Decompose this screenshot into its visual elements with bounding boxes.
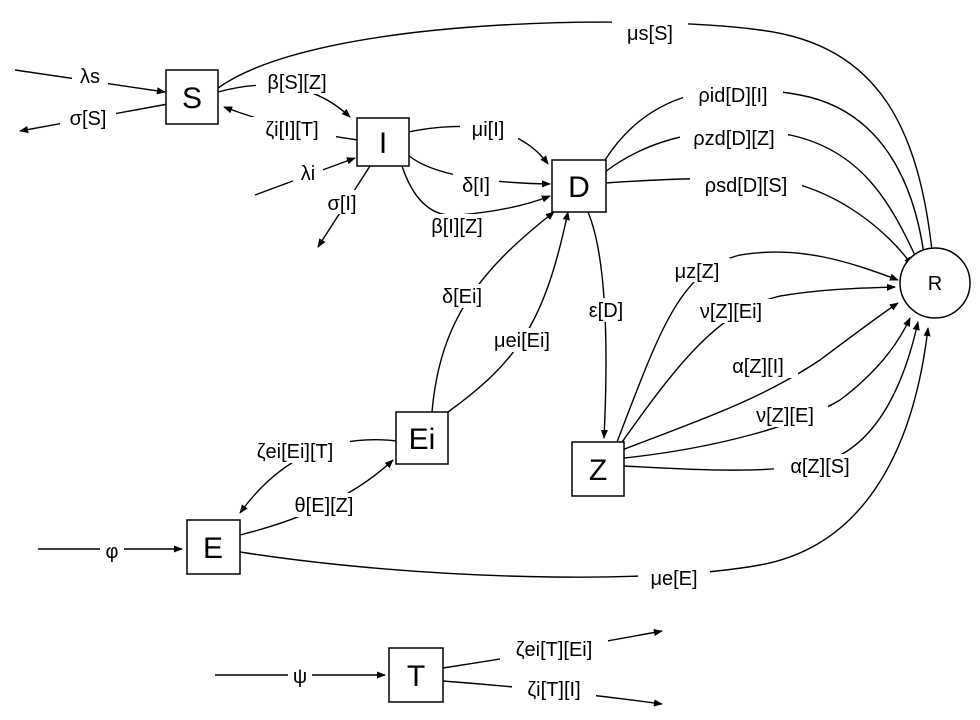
label-psi: ψ bbox=[293, 666, 307, 688]
label-alpha-zs: α[Z][S] bbox=[790, 456, 849, 478]
svg-text:I: I bbox=[379, 127, 387, 160]
edge-alpha-zs bbox=[623, 321, 920, 471]
svg-text:R: R bbox=[928, 273, 942, 295]
svg-text:S: S bbox=[182, 82, 202, 115]
edge-mu-z bbox=[616, 251, 899, 443]
svg-text:D: D bbox=[568, 171, 590, 204]
label-epsilon-d: ε[D] bbox=[589, 300, 623, 322]
label-lambda-s: λs bbox=[80, 66, 100, 88]
label-nu-zei: ν[Z][Ei] bbox=[700, 301, 762, 323]
label-group: λs σ[S] β[S][Z] ζi[I][T] λi σ[I] μi[I] δ… bbox=[60, 20, 866, 703]
node-r: R bbox=[899, 247, 971, 319]
label-beta-iz: β[I][Z] bbox=[431, 216, 483, 238]
label-mu-e: μe[E] bbox=[650, 568, 697, 590]
svg-text:T: T bbox=[407, 660, 425, 693]
label-mu-i: μi[I] bbox=[472, 119, 505, 141]
label-sigma-i: σ[I] bbox=[327, 193, 356, 215]
svg-text:E: E bbox=[203, 532, 223, 565]
node-s: S bbox=[165, 69, 219, 125]
edge-rho-zd bbox=[604, 129, 919, 263]
node-d: D bbox=[551, 159, 607, 213]
label-zeta-eieit: ζei[Ei][T] bbox=[257, 441, 334, 463]
label-theta-ez: θ[E][Z] bbox=[295, 495, 354, 517]
label-rho-sd: ρsd[D][S] bbox=[705, 175, 788, 197]
label-lambda-i: λi bbox=[301, 163, 315, 185]
edge-mu-e bbox=[239, 327, 931, 578]
label-alpha-zi: α[Z][I] bbox=[732, 356, 784, 378]
node-z: Z bbox=[571, 441, 625, 497]
svg-text:Z: Z bbox=[589, 454, 607, 487]
label-beta-sz: β[S][Z] bbox=[267, 72, 326, 94]
label-rho-id: ρid[D][I] bbox=[698, 85, 767, 107]
edge-alpha-zi bbox=[621, 302, 899, 451]
node-ei: Ei bbox=[395, 411, 449, 465]
edge-mu-s bbox=[217, 21, 936, 261]
label-mu-ei: μei[Ei] bbox=[494, 330, 550, 352]
node-e: E bbox=[186, 519, 241, 575]
label-mu-s: μs[S] bbox=[627, 23, 673, 45]
edge-nu-ze bbox=[623, 317, 911, 459]
label-zeta-eitei: ζei[T][Ei] bbox=[516, 639, 593, 661]
edge-epsilon-d bbox=[587, 211, 608, 439]
label-phi: φ bbox=[106, 541, 119, 563]
edge-delta-ei bbox=[431, 211, 555, 413]
label-nu-ze: ν[Z][E] bbox=[756, 405, 814, 427]
label-delta-i: δ[I] bbox=[462, 175, 490, 197]
node-t: T bbox=[388, 647, 444, 703]
label-mu-z: μz[Z] bbox=[675, 261, 720, 283]
label-zeta-iti: ζi[T][I] bbox=[527, 679, 580, 701]
edge-rho-id bbox=[604, 88, 928, 263]
label-zeta-iit: ζi[I][T] bbox=[265, 119, 318, 141]
label-sigma-s: σ[S] bbox=[70, 108, 107, 130]
label-delta-ei: δ[Ei] bbox=[442, 286, 482, 308]
node-i: I bbox=[356, 117, 410, 167]
edge-mu-ei bbox=[447, 211, 570, 413]
svg-text:Ei: Ei bbox=[409, 423, 436, 456]
label-rho-zd: ρzd[D][Z] bbox=[693, 128, 774, 150]
